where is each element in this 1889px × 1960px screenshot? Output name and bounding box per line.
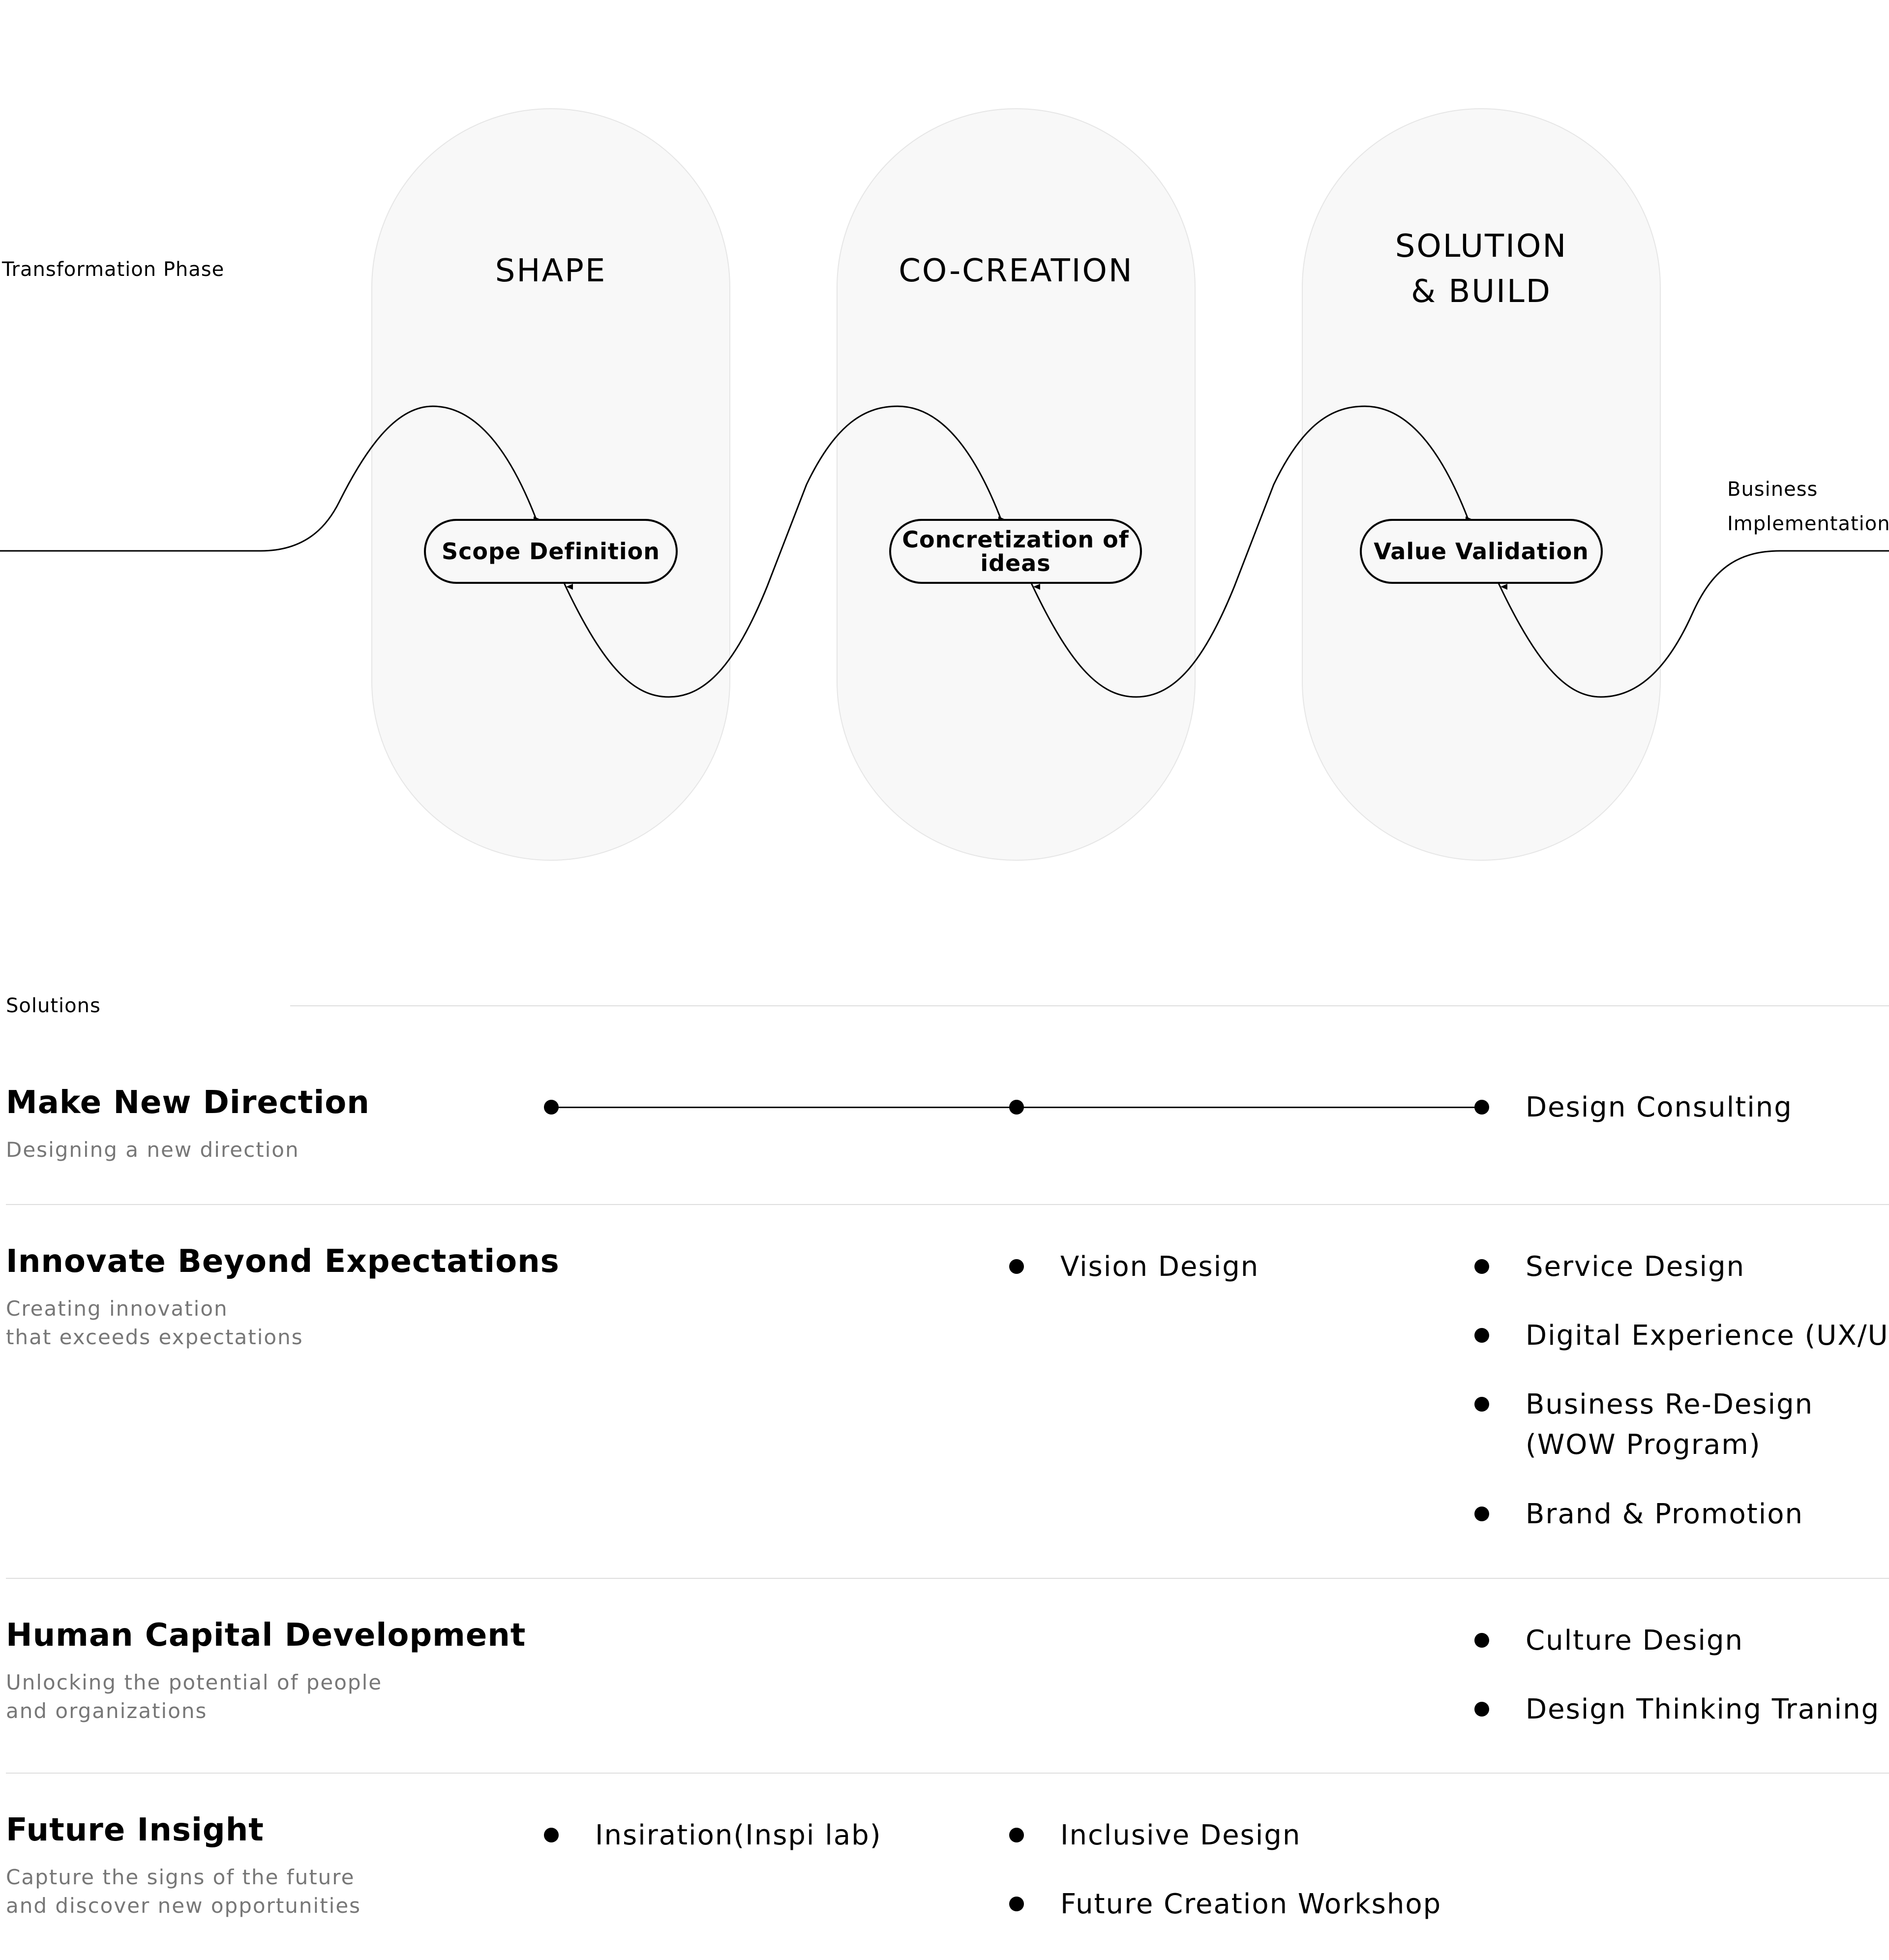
arrow-tick	[1033, 584, 1040, 590]
phase-label-value-validation: Value Validation	[1360, 519, 1603, 584]
solution-item-line: (WOW Program)	[1526, 1429, 1761, 1461]
solution-item-future-creation-workshop: Future Creation Workshop	[1060, 1888, 1442, 1920]
phase-title-line: & BUILD	[1411, 273, 1552, 310]
arrow-tick	[566, 584, 573, 590]
solutions-label: Solutions	[6, 995, 101, 1017]
solution-desc: Capture the signs of the future	[6, 1865, 355, 1889]
bullet-dot	[1009, 1259, 1024, 1274]
phase-pill-co-creation	[837, 108, 1196, 861]
solution-item-design-consulting: Design Consulting	[1526, 1091, 1793, 1123]
solution-title: Make New Direction	[6, 1085, 370, 1121]
solution-desc: and discover new opportunities	[6, 1894, 361, 1918]
transformation-wave	[0, 405, 1889, 698]
business-implementation-label: Business Implementation	[1727, 472, 1889, 541]
solution-title: Human Capital Development	[6, 1617, 526, 1654]
solution-item-inclusive-design: Inclusive Design	[1060, 1819, 1301, 1851]
solution-desc: Unlocking the potential of people	[6, 1670, 383, 1694]
transformation-phase-label: Transformation Phase	[2, 258, 225, 281]
phase-title-shape: SHAPE	[495, 253, 607, 289]
bullet-dot	[1009, 1828, 1024, 1842]
bullet-dot-shape	[544, 1100, 559, 1115]
phase-title-line: SOLUTION	[1395, 228, 1568, 265]
bullet-dot	[1474, 1702, 1489, 1717]
solutions-header-divider	[290, 1005, 1889, 1006]
solution-desc: Designing a new direction	[6, 1138, 300, 1162]
row-divider	[6, 1773, 1889, 1774]
solution-desc: and organizations	[6, 1699, 208, 1723]
solution-item-digital-experience: Digital Experience (UX/UI)	[1526, 1320, 1889, 1352]
solution-item-design-thinking-training: Design Thinking Traning	[1526, 1693, 1880, 1725]
bullet-dot	[1474, 1259, 1489, 1274]
bullet-dot-co-creation	[1009, 1100, 1024, 1115]
solution-title: Innovate Beyond Expectations	[6, 1243, 560, 1280]
solution-item-brand-promotion: Brand & Promotion	[1526, 1498, 1803, 1530]
bullet-dot	[1474, 1328, 1489, 1343]
business-implementation-line: Business	[1727, 478, 1818, 501]
phase-label-line: ideas	[980, 550, 1051, 576]
phase-label-line: Concretization of	[902, 526, 1129, 553]
solution-title: Future Insight	[6, 1812, 264, 1848]
bullet-dot	[544, 1828, 559, 1842]
bullet-dot-solution-build	[1474, 1100, 1489, 1115]
bullet-dot	[1474, 1507, 1489, 1521]
solution-item-inspiration-lab: Insiration(Inspi lab)	[595, 1819, 882, 1851]
phase-label-scope-definition: Scope Definition	[424, 519, 678, 584]
phase-label-concretization: Concretization of ideas	[889, 519, 1142, 584]
solution-item-service-design: Service Design	[1526, 1251, 1745, 1283]
solution-item-business-redesign: Business Re-Design (WOW Program)	[1526, 1385, 1813, 1465]
solution-item-line: Business Re-Design	[1526, 1388, 1814, 1420]
bullet-dot	[1474, 1633, 1489, 1648]
phase-title-solution-build: SOLUTION & BUILD	[1302, 224, 1661, 314]
row-divider	[6, 1578, 1889, 1579]
phase-title-co-creation: CO-CREATION	[899, 253, 1134, 289]
solution-desc: Creating innovation	[6, 1297, 228, 1321]
business-implementation-line: Implementation	[1727, 513, 1889, 535]
bullet-dot	[1009, 1897, 1024, 1911]
row-divider	[6, 1204, 1889, 1205]
bullet-dot	[1474, 1397, 1489, 1412]
solution-desc: that exceeds expectations	[6, 1325, 303, 1349]
arrow-tick	[1500, 584, 1507, 590]
solution-item-culture-design: Culture Design	[1526, 1625, 1743, 1657]
solution-item-vision-design: Vision Design	[1060, 1251, 1259, 1283]
phase-pill-solution-build	[1302, 108, 1661, 861]
phase-pill-shape	[371, 108, 730, 861]
